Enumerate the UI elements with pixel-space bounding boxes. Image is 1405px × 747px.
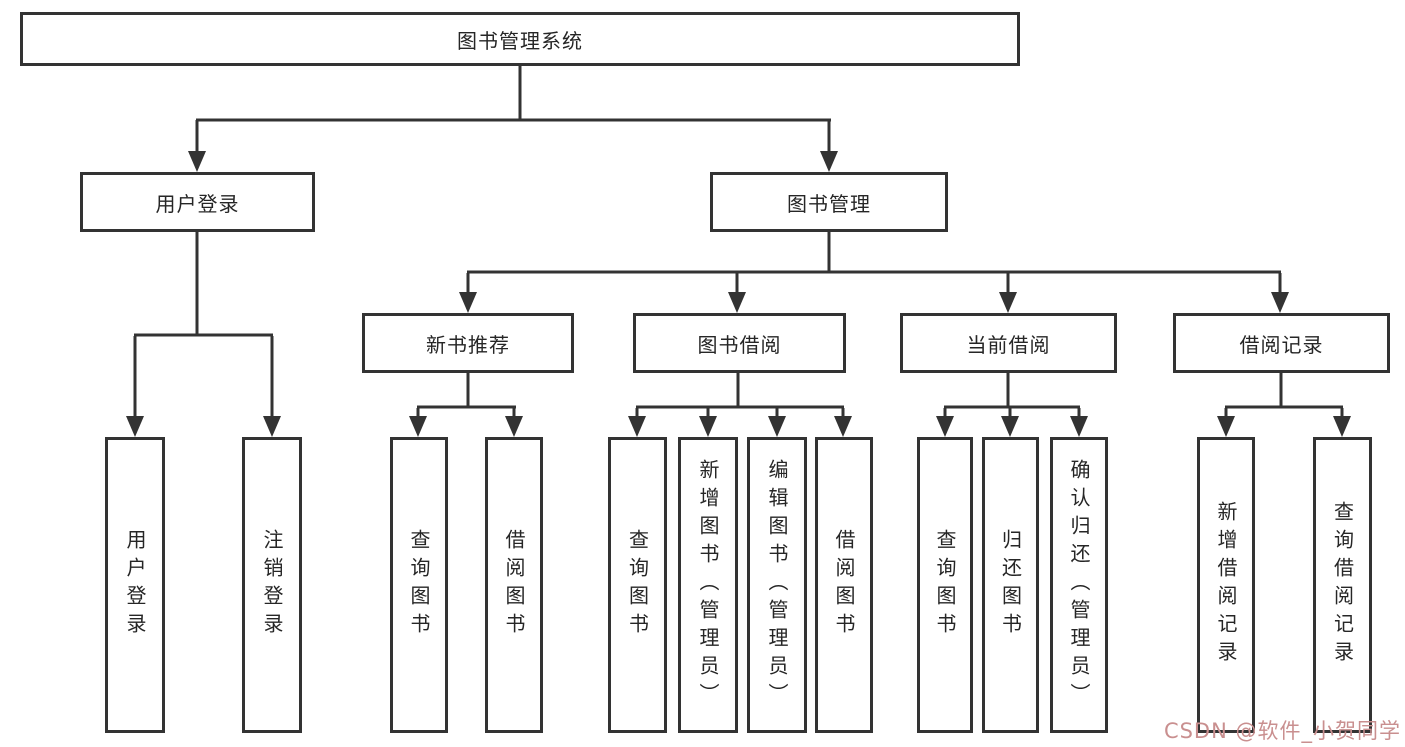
node-logout: 注销登录 (242, 437, 302, 733)
arrow-to-add-borrow-record (1216, 408, 1236, 437)
arrow-to-current-borrowing (998, 273, 1018, 313)
node-query-books-1: 查询图书 (390, 437, 448, 733)
node-label: 用户登录 (155, 191, 240, 216)
node-label: 确认归还（管理员） (1067, 459, 1091, 711)
node-borrowing-records: 借阅记录 (1173, 313, 1390, 373)
arrow-to-borrow-books-2 (833, 408, 853, 437)
node-query-books-2: 查询图书 (608, 437, 667, 733)
node-label: 归还图书 (998, 529, 1023, 641)
watermark: CSDN @软件_小贺同学 (1163, 719, 1401, 743)
arrow-to-add-book-admin (698, 408, 718, 437)
arrow-to-edit-book-admin (767, 408, 787, 437)
node-confirm-return-admin: 确认归还（管理员） (1050, 437, 1108, 733)
node-label: 编辑图书（管理员） (765, 459, 789, 711)
arrow-to-query-books-3 (935, 408, 955, 437)
arrow-to-book-borrowing (727, 273, 747, 313)
node-label: 图书借阅 (697, 332, 782, 357)
connector-current-stem (1006, 373, 1010, 408)
connector-user-login-stem (195, 232, 199, 336)
connector-borrowing-stem (736, 373, 740, 408)
node-label: 新增图书（管理员） (696, 459, 720, 711)
arrow-to-book-management (819, 120, 839, 172)
node-label: 查询借阅记录 (1330, 501, 1355, 669)
connector-records-stem (1279, 373, 1283, 408)
arrow-to-user-login-leaf (125, 336, 145, 437)
connector-book-management-bar (467, 270, 1281, 274)
node-label: 注销登录 (260, 529, 284, 641)
node-label: 当前借阅 (966, 332, 1051, 357)
node-label: 借阅记录 (1239, 332, 1324, 357)
connector-book-management-stem (827, 232, 831, 273)
node-label: 查询图书 (407, 529, 431, 641)
node-label: 借阅图书 (502, 529, 526, 641)
node-return-books: 归还图书 (982, 437, 1039, 733)
arrow-to-new-book-recommendation (458, 273, 478, 313)
arrow-to-borrowing-records (1270, 273, 1290, 313)
arrow-to-query-books-2 (627, 408, 647, 437)
node-borrow-books-1: 借阅图书 (485, 437, 543, 733)
node-current-borrowing: 当前借阅 (900, 313, 1117, 373)
connector-current-bar (944, 405, 1080, 409)
node-library-management-system: 图书管理系统 (20, 12, 1020, 66)
node-label: 查询图书 (933, 529, 957, 641)
node-borrow-books-2: 借阅图书 (815, 437, 873, 733)
arrow-to-query-books-1 (408, 408, 428, 437)
connector-user-login-bar (134, 333, 273, 337)
node-user-login: 用户登录 (80, 172, 315, 232)
connector-root-stem (518, 64, 522, 121)
node-edit-book-admin: 编辑图书（管理员） (747, 437, 807, 733)
node-label: 借阅图书 (832, 529, 856, 641)
node-label: 新书推荐 (426, 332, 510, 357)
node-query-borrow-record: 查询借阅记录 (1313, 437, 1372, 733)
arrow-to-confirm-return-admin (1069, 408, 1089, 437)
node-book-management: 图书管理 (710, 172, 948, 232)
arrow-to-return-books (1000, 408, 1020, 437)
connector-records-bar (1225, 405, 1343, 409)
connector-root-bar (196, 118, 831, 122)
node-label: 图书管理系统 (457, 28, 583, 53)
connector-borrowing-bar (636, 405, 844, 409)
arrow-to-borrow-books-1 (504, 408, 524, 437)
node-label: 查询图书 (625, 529, 650, 641)
node-add-borrow-record: 新增借阅记录 (1197, 437, 1255, 733)
node-query-books-3: 查询图书 (917, 437, 973, 733)
node-user-login-leaf: 用户登录 (105, 437, 165, 733)
arrow-to-logout-leaf (262, 336, 282, 437)
node-label: 用户登录 (123, 529, 147, 641)
node-add-book-admin: 新增图书（管理员） (678, 437, 738, 733)
node-label: 新增借阅记录 (1214, 501, 1238, 669)
node-book-borrowing: 图书借阅 (633, 313, 846, 373)
node-label: 图书管理 (787, 191, 871, 216)
connector-recommendation-stem (466, 373, 470, 408)
arrow-to-query-borrow-record (1332, 408, 1352, 437)
connector-recommendation-bar (417, 405, 516, 409)
arrow-to-user-login (187, 120, 207, 172)
node-new-book-recommendation: 新书推荐 (362, 313, 574, 373)
